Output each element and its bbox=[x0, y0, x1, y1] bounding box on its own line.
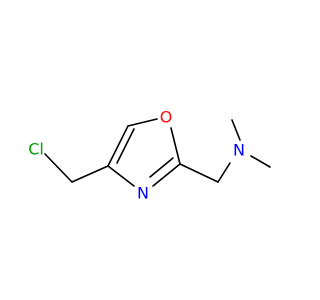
bond-c2-n3 bbox=[152, 163, 181, 187]
bond-n-methyl-right bbox=[250, 155, 271, 168]
bond-c4-c5-double bbox=[116, 128, 135, 164]
atom-oxygen: O bbox=[160, 108, 173, 127]
atom-chlorine: Cl bbox=[28, 140, 44, 159]
atom-amine-nitrogen: N bbox=[233, 141, 245, 160]
bond-c4-c5 bbox=[107, 125, 129, 167]
bond-ch2-n bbox=[217, 162, 231, 183]
bond-cl-ch2 bbox=[44, 153, 73, 183]
bond-c2-ch2 bbox=[179, 163, 219, 183]
bond-n3-c4 bbox=[107, 165, 135, 187]
bond-ch2-c4 bbox=[71, 165, 109, 183]
bond-lines bbox=[44, 118, 271, 187]
bond-o-c2 bbox=[170, 127, 181, 165]
atom-ring-nitrogen: N bbox=[137, 184, 149, 203]
molecule-structure: Cl O N N bbox=[28, 108, 271, 203]
bond-n-methyl-up bbox=[231, 119, 241, 141]
bond-c5-o bbox=[127, 118, 158, 127]
bond-c2-n3-double bbox=[149, 157, 174, 178]
